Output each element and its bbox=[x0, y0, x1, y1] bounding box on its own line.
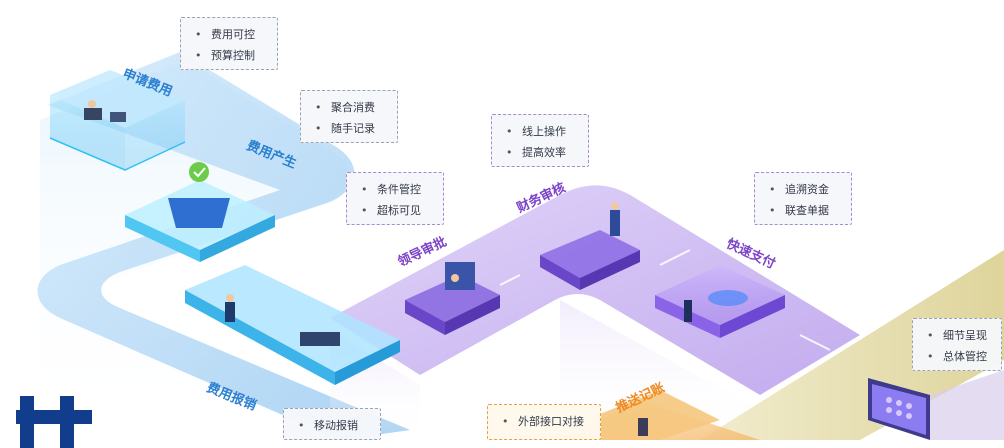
callout-apply-item-2: 预算控制 bbox=[193, 45, 267, 66]
finance-desk bbox=[540, 202, 640, 290]
callout-generate-item-2: 随手记录 bbox=[313, 118, 387, 139]
callout-overview-item-2: 总体管控 bbox=[925, 346, 991, 367]
approval-desk bbox=[405, 262, 500, 335]
callout-fast-payment-item-1: 追溯资金 bbox=[767, 179, 841, 200]
callout-push-accounting-item-1: 外部接口对接 bbox=[500, 411, 590, 432]
callout-leader-approval: 条件管控 超标可见 bbox=[346, 172, 444, 225]
callout-leader-approval-item-2: 超标可见 bbox=[359, 200, 433, 221]
office-glass-box bbox=[49, 70, 186, 171]
callout-push-accounting: 外部接口对接 bbox=[487, 404, 601, 440]
callout-leader-approval-item-1: 条件管控 bbox=[359, 179, 433, 200]
brand-logo bbox=[16, 396, 92, 448]
callout-fast-payment-item-2: 联查单据 bbox=[767, 200, 841, 221]
basket-platform bbox=[125, 162, 275, 262]
callout-overview-item-1: 细节呈现 bbox=[925, 325, 991, 346]
reimburse-office bbox=[185, 265, 400, 385]
flow-arrows bbox=[499, 249, 831, 351]
callout-finance-review: 线上操作 提高效率 bbox=[491, 114, 589, 167]
callout-apply: 费用可控 预算控制 bbox=[180, 17, 278, 70]
callout-finance-review-item-1: 线上操作 bbox=[504, 121, 578, 142]
callout-overview: 细节呈现 总体管控 bbox=[912, 318, 1002, 371]
callout-generate-item-1: 聚合消费 bbox=[313, 97, 387, 118]
callout-reimburse-item-1: 移动报销 bbox=[296, 415, 370, 436]
callout-apply-item-1: 费用可控 bbox=[193, 24, 267, 45]
accounting-scene bbox=[585, 390, 720, 440]
payment-platform bbox=[655, 265, 785, 338]
monitor-display bbox=[868, 370, 1004, 440]
callout-finance-review-item-2: 提高效率 bbox=[504, 142, 578, 163]
callout-reimburse: 移动报销 bbox=[283, 408, 381, 440]
callout-fast-payment: 追溯资金 联查单据 bbox=[754, 172, 852, 225]
callout-generate: 聚合消费 随手记录 bbox=[300, 90, 398, 143]
